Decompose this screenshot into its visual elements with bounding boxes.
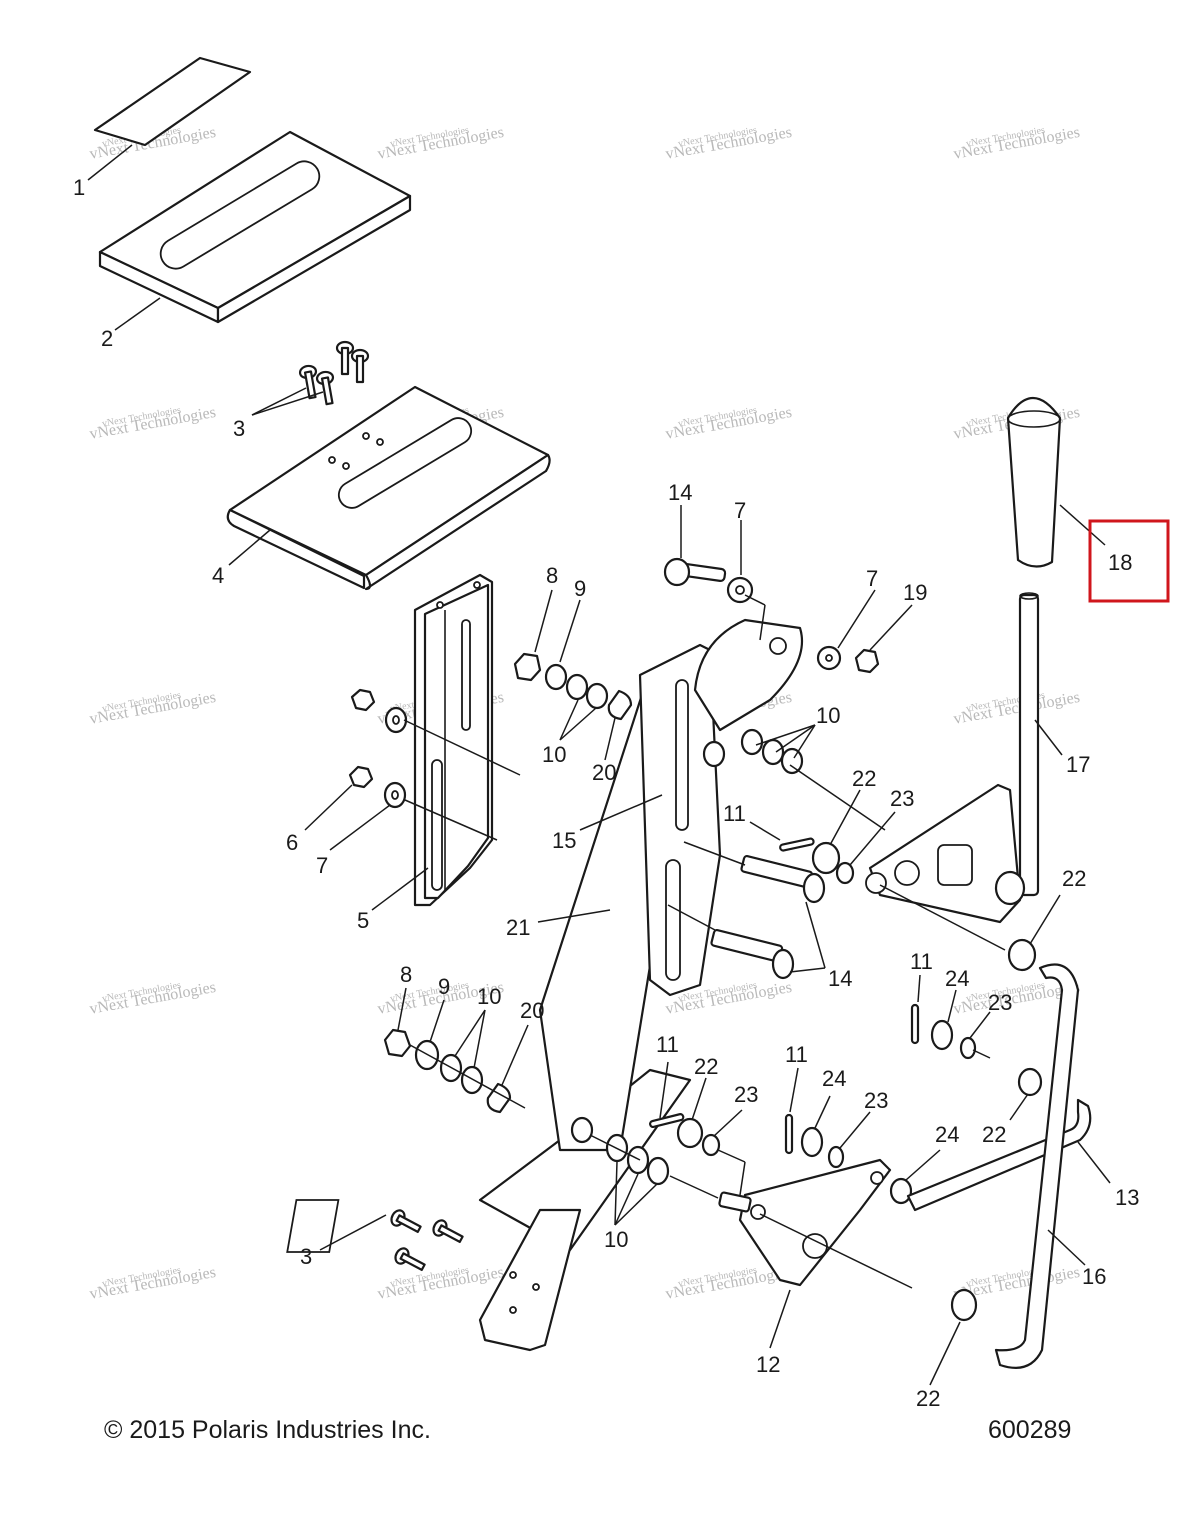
callout-17: 17 bbox=[1066, 752, 1090, 777]
callout-9: 9 bbox=[574, 576, 586, 601]
callout-22: 22 bbox=[694, 1054, 718, 1079]
callout-11: 11 bbox=[723, 801, 746, 826]
part-5-side-bracket bbox=[413, 573, 494, 907]
callout-7: 7 bbox=[866, 566, 878, 591]
part-13-rod bbox=[906, 1098, 1092, 1212]
part-1-decal bbox=[93, 56, 252, 147]
callout-3: 3 bbox=[300, 1244, 312, 1269]
callout-1: 1 bbox=[73, 175, 85, 200]
fasteners-mid-left bbox=[513, 652, 633, 721]
washers-pins-center bbox=[649, 837, 1043, 1322]
copyright-text: © 2015 Polaris Industries Inc. bbox=[104, 1416, 431, 1444]
callout-7: 7 bbox=[316, 853, 328, 878]
callout-10: 10 bbox=[542, 742, 566, 767]
callout-19: 19 bbox=[903, 580, 927, 605]
callout-23: 23 bbox=[988, 990, 1012, 1015]
callout-10: 10 bbox=[816, 703, 840, 728]
callout-23: 23 bbox=[734, 1082, 758, 1107]
callout-11: 11 bbox=[785, 1042, 808, 1067]
callout-24: 24 bbox=[822, 1066, 846, 1091]
callout-20: 20 bbox=[592, 760, 616, 785]
callout-8: 8 bbox=[400, 962, 412, 987]
callout-22: 22 bbox=[916, 1386, 940, 1411]
part-16-rod bbox=[994, 963, 1080, 1369]
callout-18: 18 bbox=[1108, 550, 1132, 575]
callout-16: 16 bbox=[1082, 1264, 1106, 1289]
part-15-mount-bracket bbox=[638, 618, 804, 997]
callout-labels: 1 2 3 4 14 7 7 19 18 8 9 10 20 10 17 22 … bbox=[73, 175, 1139, 1411]
part-17-lever bbox=[865, 592, 1040, 924]
callout-7: 7 bbox=[734, 498, 746, 523]
callout-15: 15 bbox=[552, 828, 576, 853]
callout-4: 4 bbox=[212, 563, 224, 588]
callout-23: 23 bbox=[890, 786, 914, 811]
callout-13: 13 bbox=[1115, 1185, 1139, 1210]
callout-3: 3 bbox=[233, 416, 245, 441]
part-18-knob bbox=[1006, 397, 1062, 568]
part-14-pin-top bbox=[663, 557, 880, 674]
fasteners-lower-left bbox=[383, 1028, 670, 1186]
callout-14: 14 bbox=[668, 480, 692, 505]
drawing-number: 600289 bbox=[988, 1416, 1072, 1444]
part-14-pins-lower bbox=[710, 855, 826, 980]
callout-22: 22 bbox=[1062, 866, 1086, 891]
highlight-box-part-18 bbox=[1088, 519, 1170, 603]
leader-lines bbox=[87, 144, 1111, 1386]
part-6-7-fasteners-left bbox=[348, 688, 408, 809]
part-2-pad bbox=[98, 130, 412, 324]
callout-9: 9 bbox=[438, 974, 450, 999]
callout-10: 10 bbox=[604, 1227, 628, 1252]
callout-14: 14 bbox=[828, 966, 852, 991]
callout-11: 11 bbox=[656, 1032, 679, 1057]
callout-24: 24 bbox=[945, 966, 969, 991]
callout-21: 21 bbox=[506, 915, 530, 940]
callout-22: 22 bbox=[852, 766, 876, 791]
callout-6: 6 bbox=[286, 830, 298, 855]
callout-22: 22 bbox=[982, 1122, 1006, 1147]
callout-20: 20 bbox=[520, 998, 544, 1023]
part-4-bracket bbox=[226, 385, 551, 591]
callout-24: 24 bbox=[935, 1122, 959, 1147]
callout-8: 8 bbox=[546, 563, 558, 588]
callout-11: 11 bbox=[910, 949, 933, 974]
part-3-bolts-top bbox=[298, 340, 370, 406]
callout-2: 2 bbox=[101, 326, 113, 351]
callout-10: 10 bbox=[477, 984, 501, 1009]
callout-23: 23 bbox=[864, 1088, 888, 1113]
callout-5: 5 bbox=[357, 908, 369, 933]
callout-12: 12 bbox=[756, 1352, 780, 1377]
part-12-link-plate bbox=[718, 1158, 892, 1287]
part-3-bolts-lower bbox=[390, 1209, 464, 1272]
